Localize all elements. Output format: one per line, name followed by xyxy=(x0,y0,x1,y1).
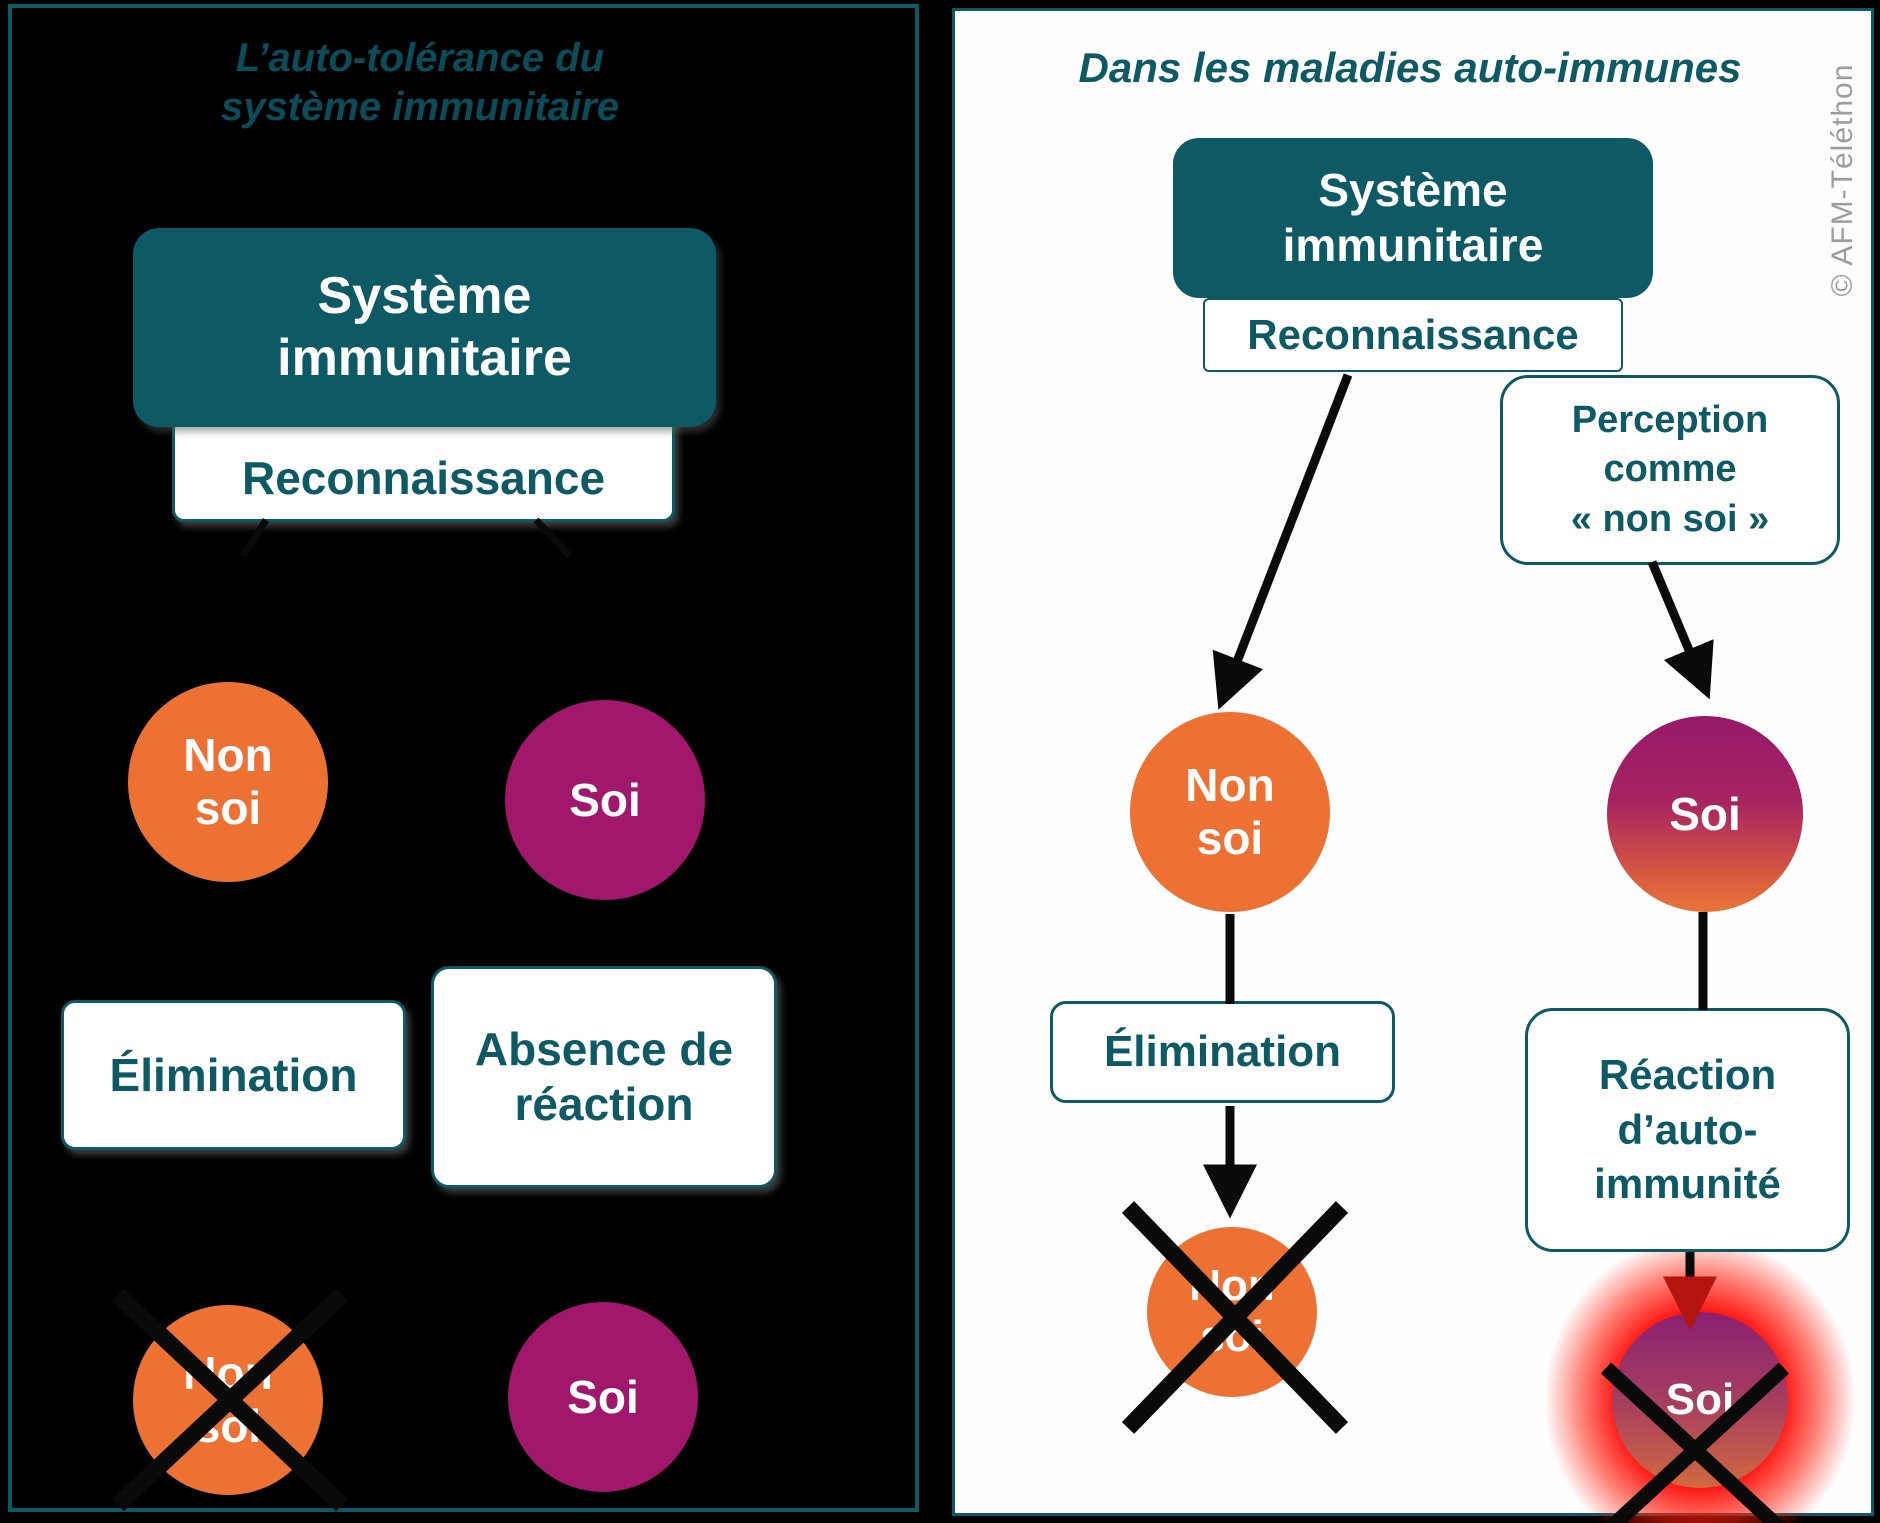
left-elimination-box: Élimination xyxy=(61,1000,406,1150)
copyright-credit: © AFM-Téléthon xyxy=(1826,63,1859,297)
left-non-self-circle: Non soi xyxy=(128,682,328,882)
right-panel-title: Dans les maladies auto-immunes xyxy=(1078,44,1742,91)
left-no-reaction-box: Absence de réaction xyxy=(431,966,777,1188)
left-crossed-non-self-circle: Non soi xyxy=(133,1305,323,1495)
autoimmune-reaction-box: Réaction d’auto- immunité xyxy=(1525,1008,1850,1252)
right-non-self-circle: Non soi xyxy=(1130,712,1330,912)
left-bottom-self-circle: Soi xyxy=(508,1302,698,1492)
left-self-circle: Soi xyxy=(505,700,705,900)
right-self-circle: Soi xyxy=(1607,716,1803,912)
left-panel-title: L’auto-tolérance du système immunitaire xyxy=(221,36,619,129)
right-elimination-box: Élimination xyxy=(1050,1001,1395,1103)
right-recognition-box: Reconnaissance xyxy=(1203,298,1623,372)
perception-non-self-box: Perception comme « non soi » xyxy=(1500,375,1840,565)
left-immune-system-box: Système immunitaire xyxy=(133,228,716,427)
right-immune-system-box: Système immunitaire xyxy=(1173,138,1653,298)
right-crossed-non-self-circle: Non soi xyxy=(1147,1227,1317,1397)
right-crossed-self-circle: Soi xyxy=(1612,1312,1788,1488)
left-recognition-label: Reconnaissance xyxy=(241,452,606,504)
